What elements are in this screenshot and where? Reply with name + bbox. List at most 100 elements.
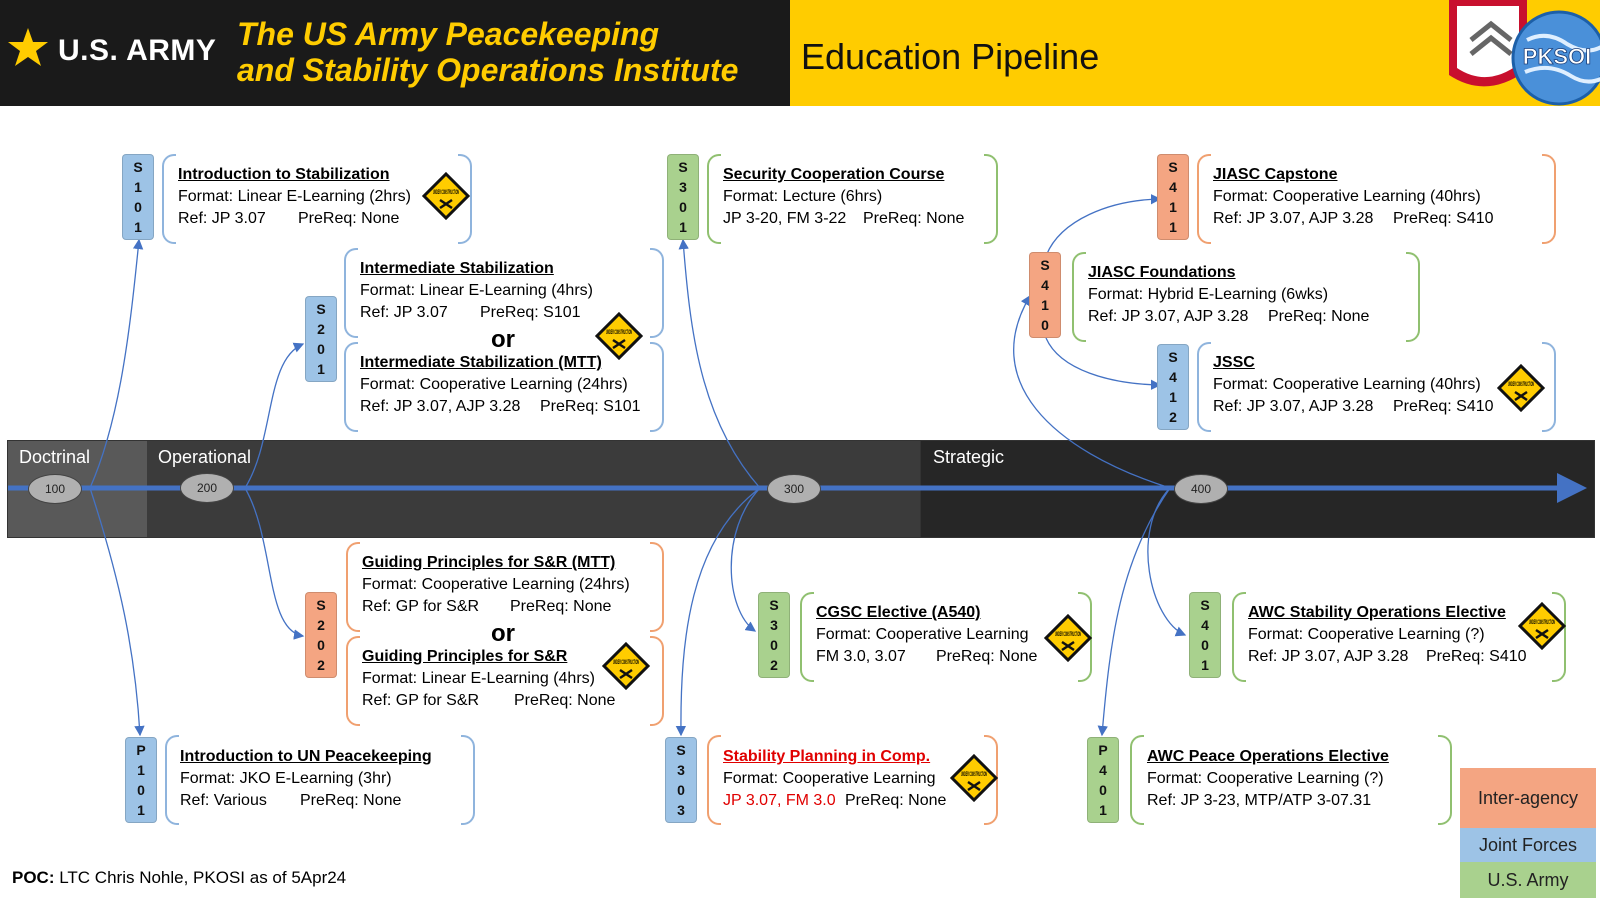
course-info-s201a: Intermediate Stabilization Format: Linea… bbox=[360, 258, 593, 324]
course-ref-s301: JP 3-20, FM 3-22 bbox=[723, 210, 847, 227]
course-format-s302: Format: Cooperative Learning bbox=[816, 626, 1029, 643]
course-ref-s202b: Ref: GP for S&R bbox=[362, 692, 480, 709]
bracket-right-p101 bbox=[461, 735, 475, 825]
bracket-left-p401 bbox=[1130, 735, 1144, 825]
bracket-left-s202b bbox=[346, 636, 360, 726]
course-info-p401: AWC Peace Operations Elective Format: Co… bbox=[1147, 746, 1389, 812]
course-format-s410: Format: Hybrid E-Learning (6wks) bbox=[1088, 286, 1329, 303]
course-ref-s101: Ref: JP 3.07 bbox=[178, 210, 266, 227]
course-ref-s411: Ref: JP 3.07, AJP 3.28 bbox=[1213, 210, 1374, 227]
course-format-s202a: Format: Cooperative Learning (24hrs) bbox=[362, 576, 630, 593]
under-construction-icon-s202: UNDER CONSTRUCTION bbox=[602, 642, 650, 690]
bracket-left-s101 bbox=[162, 154, 176, 244]
army-label: U.S. ARMY bbox=[58, 34, 217, 67]
course-info-s303: Stability Planning in Comp. Format: Coop… bbox=[723, 746, 946, 812]
connector-400-p401 bbox=[1097, 487, 1171, 737]
institute-title: The US Army Peacekeeping and Stability O… bbox=[237, 16, 738, 88]
course-ref-s410: Ref: JP 3.07, AJP 3.28 bbox=[1088, 308, 1249, 325]
course-title-s401: AWC Stability Operations Elective bbox=[1248, 604, 1506, 621]
course-ref-s202a: Ref: GP for S&R bbox=[362, 598, 480, 615]
bracket-left-s302 bbox=[800, 592, 814, 682]
bracket-right-s301 bbox=[984, 154, 998, 244]
course-format-s201b: Format: Cooperative Learning (24hrs) bbox=[360, 376, 628, 393]
poc-label: POC: bbox=[12, 868, 55, 887]
course-prereq-s303: PreReq: None bbox=[845, 792, 947, 809]
course-title-s101: Introduction to Stabilization bbox=[178, 166, 390, 183]
course-info-s410: JIASC Foundations Format: Hybrid E-Learn… bbox=[1088, 262, 1369, 328]
connector-s410-s411 bbox=[1045, 193, 1162, 257]
bracket-left-s303 bbox=[707, 735, 721, 825]
course-prereq-s301: PreReq: None bbox=[863, 210, 965, 227]
course-ref-s412: Ref: JP 3.07, AJP 3.28 bbox=[1213, 398, 1374, 415]
poc-footer: POC: LTC Chris Nohle, PKOSI as of 5Apr24 bbox=[12, 868, 346, 888]
bracket-left-s202a bbox=[346, 542, 360, 632]
level-oval-200: 200 bbox=[180, 473, 234, 503]
logo-text: PKSOI bbox=[1523, 44, 1591, 69]
course-ref-p101: Ref: Various bbox=[180, 792, 267, 809]
course-info-s302: CGSC Elective (A540) Format: Cooperative… bbox=[816, 602, 1037, 668]
course-ref-p401: Ref: JP 3-23, MTP/ATP 3-07.31 bbox=[1147, 792, 1372, 809]
course-title-s301: Security Cooperation Course bbox=[723, 166, 945, 183]
army-star-icon bbox=[8, 28, 48, 66]
bracket-right-s411 bbox=[1542, 154, 1556, 244]
connector-s410-s412 bbox=[1045, 337, 1162, 391]
legend-us-army: U.S. Army bbox=[1460, 862, 1596, 898]
course-format-s412: Format: Cooperative Learning (40hrs) bbox=[1213, 376, 1481, 393]
course-format-s411: Format: Cooperative Learning (40hrs) bbox=[1213, 188, 1481, 205]
course-info-s202b: Guiding Principles for S&R Format: Linea… bbox=[362, 646, 615, 712]
legend-interagency: Inter-agency bbox=[1460, 768, 1596, 828]
under-construction-icon-s303: UNDER CONSTRUCTION bbox=[950, 754, 998, 802]
course-title-s410: JIASC Foundations bbox=[1088, 264, 1236, 281]
bracket-left-s201a bbox=[344, 248, 358, 338]
bracket-right-s202a bbox=[650, 542, 664, 632]
course-info-s401: AWC Stability Operations Elective Format… bbox=[1248, 602, 1527, 668]
course-info-s101: Introduction to Stabilization Format: Li… bbox=[178, 164, 411, 230]
course-ref-s302: FM 3.0, 3.07 bbox=[816, 648, 906, 665]
course-format-s401: Format: Cooperative Learning (?) bbox=[1248, 626, 1485, 643]
bracket-right-p401 bbox=[1438, 735, 1452, 825]
course-format-s301: Format: Lecture (6hrs) bbox=[723, 188, 883, 205]
course-info-p101: Introduction to UN Peacekeeping Format: … bbox=[180, 746, 432, 812]
course-format-s201a: Format: Linear E-Learning (4hrs) bbox=[360, 282, 593, 299]
connector-300-s301 bbox=[678, 238, 761, 489]
course-prereq-p101: PreReq: None bbox=[300, 792, 402, 809]
course-prereq-s401: PreReq: S410 bbox=[1426, 648, 1527, 665]
course-ref-s201a: Ref: JP 3.07 bbox=[360, 304, 448, 321]
bracket-right-s410 bbox=[1406, 252, 1420, 342]
under-construction-icon-s412: UNDER CONSTRUCTION bbox=[1497, 364, 1545, 412]
connector-100-p101 bbox=[89, 487, 145, 737]
svg-text:UNDER CONSTRUCTION: UNDER CONSTRUCTION bbox=[613, 660, 639, 666]
poc-text: LTC Chris Nohle, PKOSI as of 5Apr24 bbox=[54, 868, 347, 887]
connector-300-s302 bbox=[730, 487, 761, 632]
level-oval-100: 100 bbox=[28, 474, 82, 504]
course-title-s303: Stability Planning in Comp. bbox=[723, 748, 931, 765]
level-oval-300: 300 bbox=[767, 474, 821, 504]
connector-400-s401 bbox=[1147, 487, 1187, 637]
course-format-p101: Format: JKO E-Learning (3hr) bbox=[180, 770, 392, 787]
course-title-s412: JSSC bbox=[1213, 354, 1255, 371]
course-info-s201b: Intermediate Stabilization (MTT) Format:… bbox=[360, 352, 641, 418]
bracket-left-s410 bbox=[1072, 252, 1086, 342]
under-construction-icon-s101: UNDER CONSTRUCTION bbox=[422, 172, 470, 220]
phase-label-doctrinal: Doctrinal bbox=[19, 447, 91, 467]
course-prereq-s410: PreReq: None bbox=[1268, 308, 1370, 325]
course-format-s202b: Format: Linear E-Learning (4hrs) bbox=[362, 670, 595, 687]
course-prereq-s101: PreReq: None bbox=[298, 210, 400, 227]
bracket-left-s201b bbox=[344, 342, 358, 432]
bracket-right-s201a bbox=[650, 248, 664, 338]
course-prereq-s411: PreReq: S410 bbox=[1393, 210, 1494, 227]
under-construction-icon-s302: UNDER CONSTRUCTION bbox=[1044, 614, 1092, 662]
course-title-s411: JIASC Capstone bbox=[1213, 166, 1338, 183]
svg-text:UNDER CONSTRUCTION: UNDER CONSTRUCTION bbox=[961, 772, 987, 778]
course-format-p401: Format: Cooperative Learning (?) bbox=[1147, 770, 1384, 787]
header-black-panel bbox=[0, 0, 790, 106]
course-title-s302: CGSC Elective (A540) bbox=[816, 604, 981, 621]
course-title-s202b: Guiding Principles for S&R bbox=[362, 648, 568, 665]
course-title-p101: Introduction to UN Peacekeeping bbox=[180, 748, 432, 765]
